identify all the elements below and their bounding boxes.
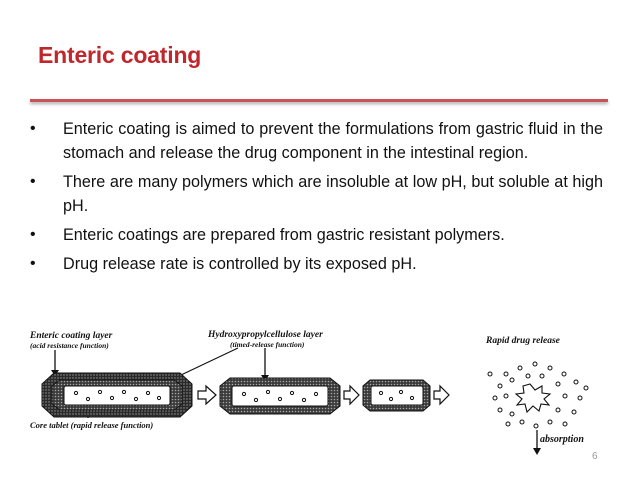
bullet-icon: • bbox=[30, 120, 36, 137]
bullet-list: • Enteric coating is aimed to prevent th… bbox=[30, 117, 603, 281]
absorption-label: absorption bbox=[540, 434, 584, 445]
process-arrow-icon bbox=[343, 384, 360, 406]
page-number: 6 bbox=[592, 451, 598, 462]
rapid-release-burst bbox=[487, 361, 589, 429]
title-divider bbox=[30, 99, 608, 102]
bullet-item: • Drug release rate is controlled by its… bbox=[30, 252, 603, 276]
bullet-text: There are many polymers which are insolu… bbox=[63, 173, 603, 215]
arrowhead-icon bbox=[533, 448, 541, 455]
enteric-coating-diagram: Enteric coating layer (acid resistance f… bbox=[30, 330, 589, 455]
bullet-item: • Enteric coating is aimed to prevent th… bbox=[30, 117, 603, 165]
bullet-icon: • bbox=[30, 226, 36, 243]
bullet-item: • There are many polymers which are inso… bbox=[30, 170, 603, 218]
enteric-layer-label: Enteric coating layer bbox=[30, 331, 113, 341]
bullet-text: Enteric coatings are prepared from gastr… bbox=[63, 226, 505, 244]
tablet-hpc-layer bbox=[219, 377, 341, 415]
core-tablet-label: Core tablet (rapid release function) bbox=[30, 420, 153, 430]
bullet-text: Enteric coating is aimed to prevent the … bbox=[63, 120, 603, 162]
enteric-function-label: (acid resistance function) bbox=[30, 341, 109, 350]
tablet-enteric-coated bbox=[41, 372, 193, 418]
slide-title: Enteric coating bbox=[38, 42, 202, 68]
bullet-text: Drug release rate is controlled by its e… bbox=[63, 255, 417, 273]
tablet-core bbox=[362, 379, 431, 412]
process-arrow-icon bbox=[197, 384, 217, 406]
bullet-icon: • bbox=[30, 255, 36, 272]
rapid-release-label: Rapid drug release bbox=[485, 336, 561, 346]
bullet-icon: • bbox=[30, 173, 36, 190]
hpc-layer-label: Hydroxypropylcellulose layer bbox=[207, 330, 323, 340]
hpc-function-label: (timed-release function) bbox=[230, 340, 305, 349]
process-arrow-icon bbox=[433, 384, 450, 406]
bullet-item: • Enteric coatings are prepared from gas… bbox=[30, 223, 603, 247]
